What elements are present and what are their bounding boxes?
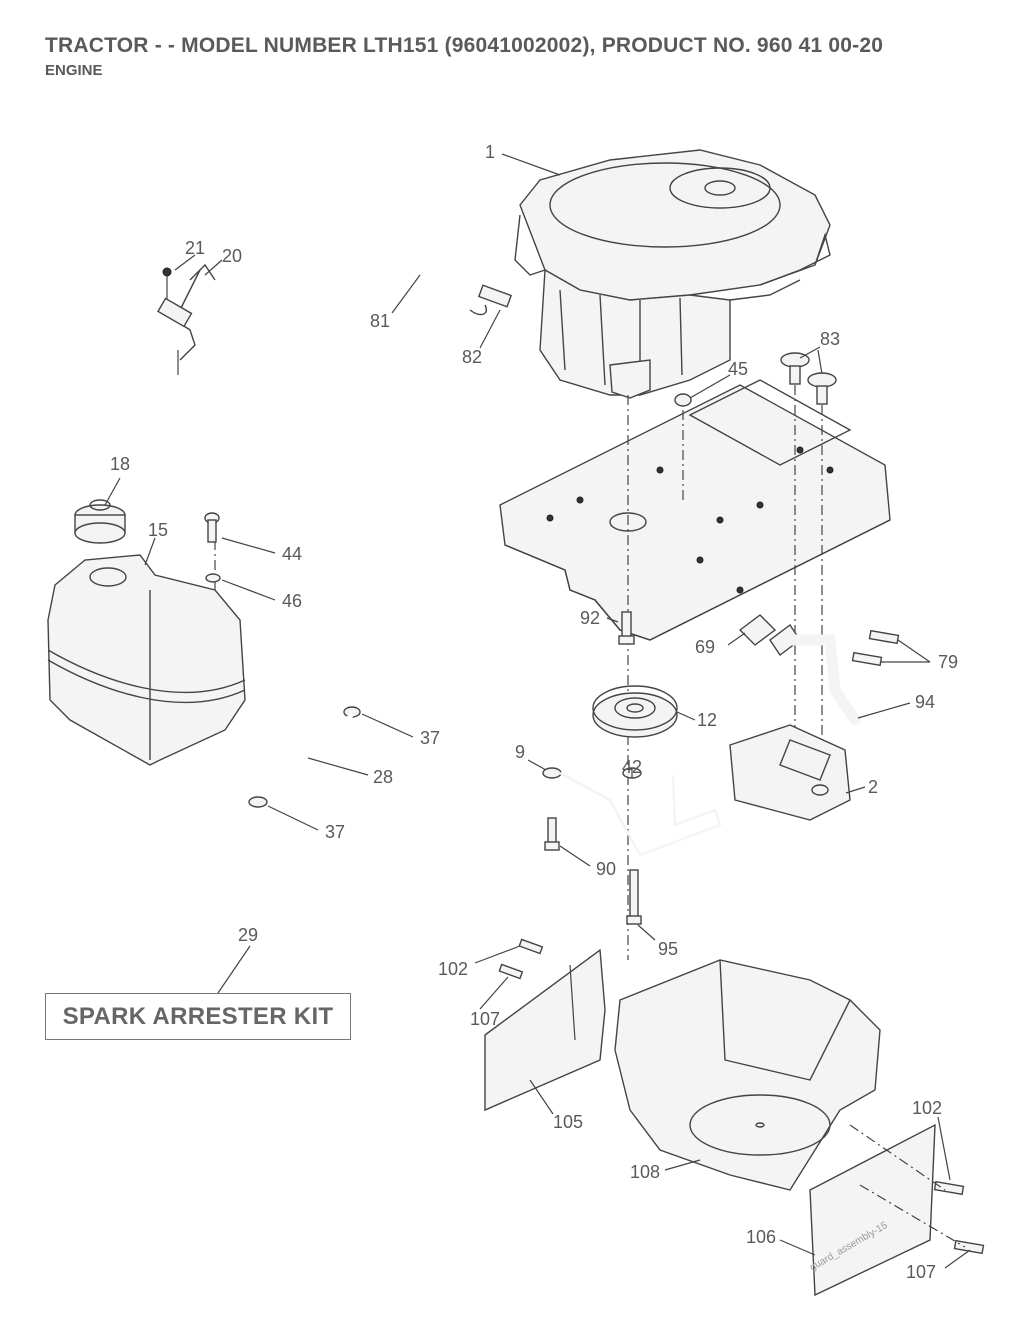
washer-46 [205, 573, 221, 583]
callout-106: 106 [746, 1227, 776, 1247]
bolts-83 [780, 352, 837, 405]
callout-37-bottom: 37 [325, 822, 345, 842]
callout-29: 29 [238, 925, 258, 945]
callout-92: 92 [580, 608, 600, 628]
frame-plate [499, 379, 891, 641]
guard-plate-106 [809, 1123, 936, 1297]
callout-105: 105 [553, 1112, 583, 1132]
callout-1: 1 [485, 142, 495, 162]
fuel-cap-18 [74, 499, 126, 544]
bolt-44 [204, 512, 220, 543]
engine-drawing [514, 149, 831, 399]
bolt-102-lower [933, 1180, 965, 1196]
callout-2: 2 [868, 777, 878, 797]
throttle-bracket-20-21 [157, 263, 216, 375]
fuel-line-28 [264, 714, 353, 801]
guard-plate-105 [484, 948, 606, 1112]
spark-arrester-kit-box: SPARK ARRESTER KIT [45, 993, 351, 1040]
bracket-9 [542, 767, 722, 857]
callout-102-upper: 102 [438, 959, 468, 979]
callout-82: 82 [462, 347, 482, 367]
bolt-90 [544, 817, 560, 851]
callout-28: 28 [373, 767, 393, 787]
callout-79: 79 [938, 652, 958, 672]
clamp-37-bottom [248, 796, 268, 808]
callout-9: 9 [515, 742, 525, 762]
leader-lines [104, 153, 971, 1269]
page-subtitle: ENGINE [45, 62, 103, 79]
callout-81: 81 [370, 311, 390, 331]
callout-42: 42 [622, 757, 642, 777]
callout-18: 18 [110, 454, 130, 474]
fuel-tank-15 [47, 554, 246, 766]
callout-15: 15 [148, 520, 168, 540]
callout-83: 83 [820, 329, 840, 349]
callout-12: 12 [697, 710, 717, 730]
callout-108: 108 [630, 1162, 660, 1182]
callout-20: 20 [222, 246, 242, 266]
callout-37-top: 37 [420, 728, 440, 748]
pulley-12 [592, 685, 678, 738]
bolt-92 [618, 611, 635, 645]
callout-44: 44 [282, 544, 302, 564]
callout-102-lower: 102 [912, 1098, 942, 1118]
callout-90: 90 [596, 859, 616, 879]
callout-95: 95 [658, 939, 678, 959]
callout-46: 46 [282, 591, 302, 611]
fitting-82 [469, 284, 513, 316]
gasket-69 [738, 614, 777, 646]
bolt-102-upper [518, 938, 544, 955]
callout-107-upper: 107 [470, 1009, 500, 1029]
page-header: TRACTOR - - MODEL NUMBER LTH151 (9604100… [45, 34, 883, 79]
callout-45: 45 [728, 359, 748, 379]
callout-94: 94 [915, 692, 935, 712]
bolts-79 [851, 629, 900, 667]
callout-107-lower: 107 [906, 1262, 936, 1282]
muffler-2 [729, 724, 851, 821]
bolt-107-upper [498, 963, 524, 980]
nut-45 [674, 393, 692, 407]
deflector-108 [614, 959, 881, 1191]
callout-21: 21 [185, 238, 205, 258]
bolt-95 [626, 869, 642, 925]
page-title: TRACTOR - - MODEL NUMBER LTH151 (9604100… [45, 34, 884, 57]
callout-69: 69 [695, 637, 715, 657]
